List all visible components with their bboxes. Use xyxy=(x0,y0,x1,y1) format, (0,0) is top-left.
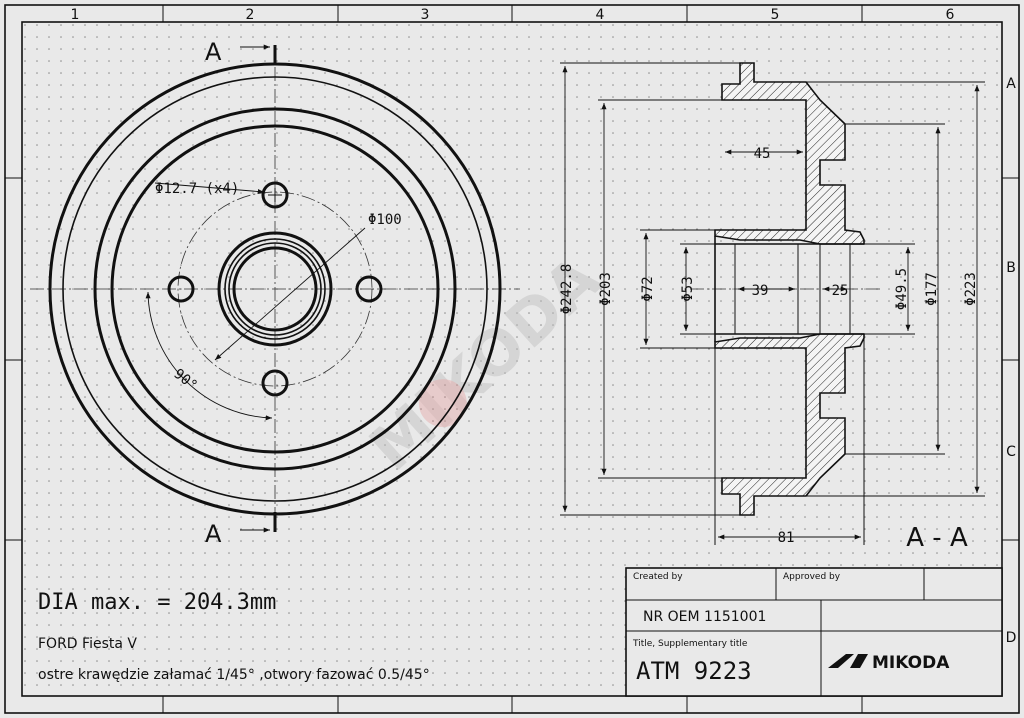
angle-arc xyxy=(145,291,273,421)
bolt-hole-leader xyxy=(154,182,265,194)
dim-len25: 25 xyxy=(832,283,849,299)
dim-d223: Φ223 xyxy=(963,272,979,306)
bolt-hole-top xyxy=(261,181,289,209)
dim-d72: Φ72 xyxy=(640,276,656,301)
drum-rim-step xyxy=(62,76,488,502)
section-view: Φ242.8 Φ203 Φ72 Φ53 Φ49.5 Φ177 Φ223 45 3… xyxy=(559,62,985,553)
title-block: Created by Approved by NR OEM 1151001 Ti… xyxy=(625,567,1003,697)
row-label-a: A xyxy=(1006,76,1016,92)
pcd-dimension: Φ100 xyxy=(368,212,402,228)
front-view: Φ12.7 (x4) Φ100 90° A A xyxy=(30,38,520,548)
row-label-d: D xyxy=(1006,630,1017,646)
logo: MIKODA xyxy=(828,653,950,673)
section-letter-top: A xyxy=(205,38,222,66)
column-label-5: 5 xyxy=(771,7,780,23)
dim-d242: Φ242.8 xyxy=(559,264,575,315)
dim-len39: 39 xyxy=(752,283,769,299)
dim-d49: Φ49.5 xyxy=(894,268,910,310)
column-label-2: 2 xyxy=(246,7,255,23)
row-label-c: C xyxy=(1006,444,1016,460)
note-dia-max: DIA max. = 204.3mm xyxy=(38,590,276,615)
row-label-b: B xyxy=(1006,260,1016,276)
approved-by-label: Approved by xyxy=(783,572,841,582)
hub-bore-section xyxy=(714,236,864,342)
column-label-1: 1 xyxy=(71,7,80,23)
note-vehicle: FORD Fiesta V xyxy=(38,636,137,652)
pcd-circle xyxy=(177,191,373,387)
column-label-4: 4 xyxy=(596,7,605,23)
hub-bore xyxy=(217,231,333,347)
oem-number: NR OEM 1151001 xyxy=(643,609,766,625)
column-label-6: 6 xyxy=(946,7,955,23)
bolt-hole-right xyxy=(355,275,383,303)
dim-len81: 81 xyxy=(778,530,795,546)
notes: DIA max. = 204.3mm FORD Fiesta V ostre k… xyxy=(38,590,430,683)
dim-len45: 45 xyxy=(754,146,771,162)
dim-d203: Φ203 xyxy=(598,272,614,306)
part-number: ATM 9223 xyxy=(636,657,752,685)
title-label: Title, Supplementary title xyxy=(632,639,748,649)
drum-flange-outer xyxy=(93,107,457,471)
note-instructions: ostre krawędzie załamać 1/45° ,otwory fa… xyxy=(38,667,430,683)
watermark-dot xyxy=(418,379,467,428)
section-letter-bottom: A xyxy=(205,520,222,548)
logo-mark xyxy=(828,654,854,668)
created-by-label: Created by xyxy=(633,572,683,582)
bolt-hole-dimension: Φ12.7 (x4) xyxy=(155,181,239,197)
logo-mark-2 xyxy=(850,654,868,668)
section-title: A - A xyxy=(906,523,968,553)
column-label-3: 3 xyxy=(421,7,430,23)
dim-d177: Φ177 xyxy=(924,272,940,306)
frame-zone-ticks xyxy=(5,5,1019,713)
section-wall-upper xyxy=(714,62,865,245)
logo-text: MIKODA xyxy=(872,653,950,673)
extension-lines xyxy=(560,62,985,545)
drum-flange-inner xyxy=(110,124,440,454)
dim-d53: Φ53 xyxy=(680,276,696,301)
